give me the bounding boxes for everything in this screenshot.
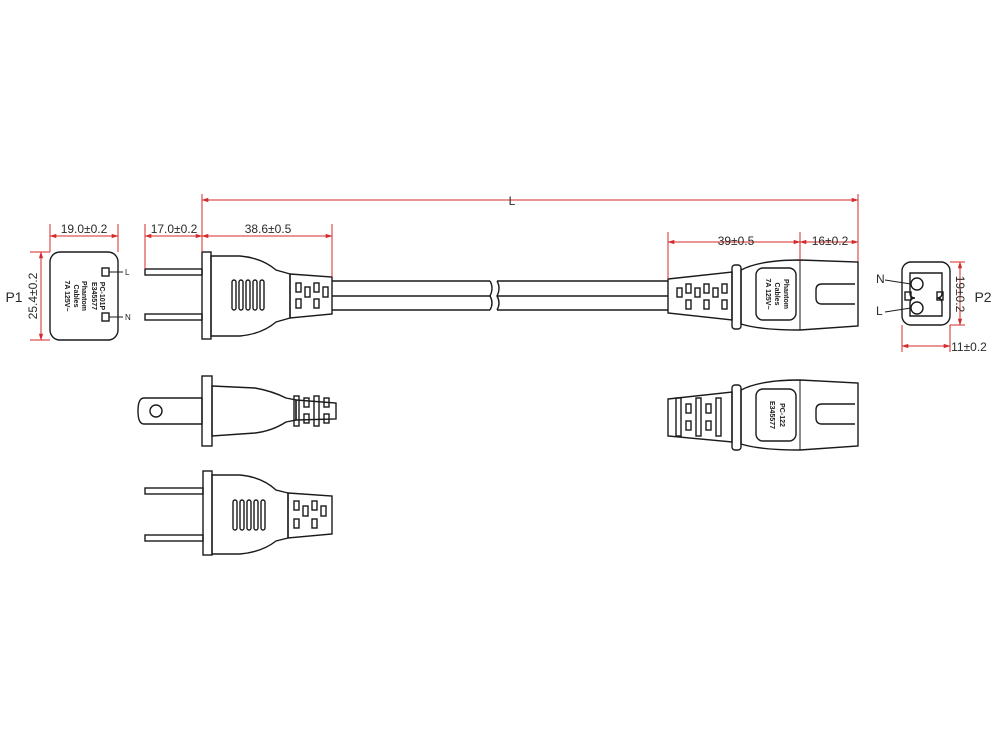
plug-body-edge: [211, 385, 297, 437]
plug-bottom-view: [144, 470, 333, 556]
live-blade-slot: [101, 267, 110, 277]
plug3-ribs: [293, 500, 327, 529]
plug3-strain-relief: [287, 492, 333, 539]
plug-marking-brand2: Cables: [72, 285, 79, 308]
connector-strain-relief-ribs: [676, 283, 728, 310]
connector-side-view: PC-122 E345577: [667, 379, 859, 451]
plug-marking-rating: 7A 125V~: [63, 280, 70, 311]
connector2-ribs: [675, 397, 722, 437]
connector-face-view: N L 19±0.2 P2 11±0.2: [876, 261, 992, 354]
plug-height-dimension: 25.4±0.2: [26, 272, 40, 319]
plug-face-view: L N PC-101P E345577 Phantom Cables 7A 12…: [5, 222, 131, 341]
connector-neutral-label: N: [876, 272, 885, 286]
connector-collar: [731, 264, 742, 330]
connector-face-outline: [901, 261, 951, 326]
connector-live-socket: [910, 301, 924, 315]
plug-blade-hole: [149, 404, 163, 418]
cable-break-left: [489, 280, 493, 311]
plug3-grip-slots: [232, 499, 266, 531]
connector-width-dimension: 11±0.2: [951, 340, 987, 354]
connector-slot-outline: [815, 283, 855, 305]
connector2-marking-file: E345577: [768, 401, 775, 429]
connector-neutral-socket: [910, 277, 924, 291]
connector-front-dimension: 16±0.2: [812, 234, 849, 248]
plug-body-dimension: 38.6±0.5: [245, 222, 292, 236]
connector2-collar: [731, 384, 742, 451]
plug-grip-slots: [231, 279, 265, 311]
connector2-slot-outline: [815, 403, 855, 425]
connector-live-label: L: [876, 304, 883, 318]
plug-strain-relief: [289, 273, 333, 319]
overall-length-dimension: L: [201, 194, 859, 262]
plug-neutral-label: N: [125, 313, 131, 322]
plug-marking-model: PC-101P: [98, 282, 105, 311]
connector-marking-rating: 7A 125V~: [764, 278, 771, 309]
plug-blade-edge: [137, 397, 203, 425]
plug-live-label: L: [125, 268, 130, 277]
connector2-strain-relief: [667, 391, 733, 443]
cable: [332, 280, 668, 311]
blade-length-dimension: 17.0±0.2: [151, 222, 198, 236]
connector-marking-brand: Phantom: [782, 279, 789, 309]
connector2-markings: PC-122 E345577: [768, 401, 785, 429]
p1-label: P1: [5, 289, 22, 305]
plug-marking-file: E345577: [90, 282, 97, 310]
plug-face-outline: [49, 251, 119, 341]
plug-flange-edge: [201, 375, 213, 447]
connector-label-panel: [755, 267, 797, 321]
connector2-body: [740, 379, 859, 451]
plug-face-markings: PC-101P E345577 Phantom Cables 7A 125V~: [63, 280, 105, 311]
plug-blade-top: [144, 268, 203, 276]
neutral-blade-slot: [101, 312, 110, 322]
plug-blade-bottom: [144, 313, 203, 321]
plug-flange: [201, 251, 212, 340]
plug3-blade-bottom: [144, 534, 204, 542]
plug-width-dimension: 19.0±0.2: [61, 222, 108, 236]
plug3-blade-top: [144, 487, 204, 495]
plug-strain-relief-edge: [295, 399, 337, 421]
plug3-flange: [202, 470, 213, 556]
connector2-marking-model: PC-122: [778, 403, 785, 427]
plug-side-view: 17.0±0.2 38.6±0.5: [144, 194, 333, 340]
overall-length-label: L: [509, 194, 516, 208]
connector-face-recess: [909, 272, 943, 317]
plug-marking-brand: Phantom: [80, 281, 87, 311]
connector-height-dimension: 19±0.2: [953, 276, 967, 313]
connector-marking-brand2: Cables: [773, 283, 780, 306]
plug-edge-view: [137, 375, 337, 447]
connector-body-dimension: 39±0.5: [718, 234, 755, 248]
plug3-body: [211, 474, 289, 555]
connector-markings: Phantom Cables 7A 125V~: [764, 278, 789, 309]
connector-top-view: Phantom Cables 7A 125V~ 39±0.5 16±0.2: [667, 232, 859, 331]
connector2-label-panel: [755, 388, 797, 442]
plug-edge-ribs: [293, 395, 330, 427]
plug-strain-relief-ribs: [295, 282, 329, 309]
p2-label: P2: [974, 289, 991, 305]
connector-body: [740, 259, 859, 331]
